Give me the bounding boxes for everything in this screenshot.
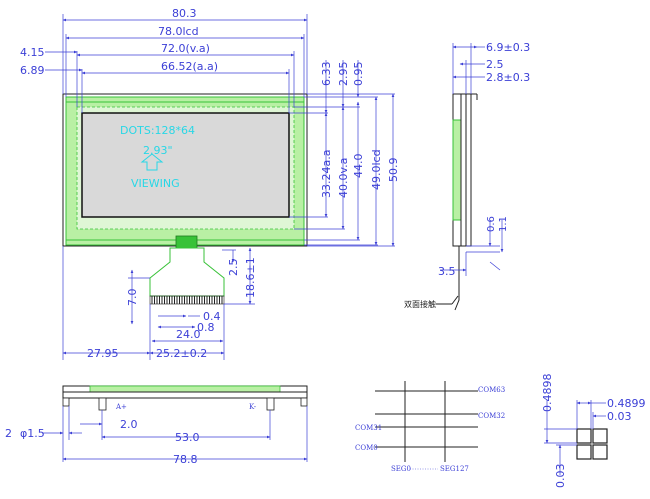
dim-thickness: 6.9±0.3	[486, 41, 530, 54]
dim-total: 78.8	[173, 453, 198, 466]
dim-side-3-5: 3.5	[438, 265, 456, 278]
seg127-label: SEG127	[440, 465, 469, 473]
dim-lcd-width: 78.0lcd	[158, 25, 199, 38]
viewing-arrow-icon	[140, 153, 164, 171]
dim-height-44: 44.0	[352, 154, 365, 179]
dim-hole-prefix: 2	[5, 427, 12, 440]
viewing-label: VIEWING	[131, 177, 180, 190]
dim-va-width: 72.0(v.a)	[161, 42, 210, 55]
dim-fpc-length-2: 18.6±1	[244, 257, 257, 298]
dim-fpc-width: 25.2±0.2	[156, 347, 207, 360]
dim-hole: φ1.5	[20, 427, 45, 440]
dim-aa-height: 33.24a.a	[320, 150, 333, 198]
dim-top-offset-3: 0.95	[352, 62, 365, 87]
seg0-label: SEG0	[391, 465, 411, 473]
pin-a-label: A+	[115, 403, 127, 411]
dim-pin-span: 24.0	[176, 328, 201, 341]
dim-left-offset-2: 6.89	[20, 64, 45, 77]
dim-side-2-8: 2.8±0.3	[486, 71, 530, 84]
tape-label: 双面接触	[404, 299, 436, 309]
dim-aa-width: 66.52(a.a)	[161, 60, 218, 73]
com63-label: COM63	[478, 386, 505, 394]
front-view: DOTS:128*64 2.93" VIEWING 80.3 78.0lcd 7…	[20, 7, 400, 360]
dim-top-offset-2: 2.95	[337, 62, 350, 87]
dim-pin-width: 0.8	[197, 321, 215, 334]
pin-k	[266, 397, 275, 411]
dots-label: DOTS:128*64	[120, 124, 195, 137]
dim-side-2-5: 2.5	[486, 58, 504, 71]
dim-top-offset-1: 6.33	[320, 62, 333, 87]
fpc-connector	[175, 235, 198, 249]
dim-va-height: 40.0v.a	[337, 158, 350, 198]
dim-pitch: 0.4	[203, 310, 221, 323]
pin-k-label: K-	[249, 403, 257, 411]
active-area	[81, 112, 290, 218]
dim-overall-width: 80.3	[172, 7, 197, 20]
pixel-gap: 0.03	[607, 410, 632, 423]
side-glass	[452, 119, 462, 221]
dim-fpc-length-1: 2.5	[227, 259, 240, 277]
com0-label: COM0	[355, 444, 378, 452]
fpc-cable	[149, 247, 225, 297]
pixel-height: 0.4898	[541, 374, 554, 413]
pixel-width: 0.4899	[607, 397, 646, 410]
dim-left-offset-1: 4.15	[20, 46, 45, 59]
pixel-detail: 0.4899 0.03 0.4898 0.03	[541, 374, 646, 489]
dim-pin-spacing: 53.0	[175, 431, 200, 444]
dim-side-0-6: 0.6	[486, 216, 497, 232]
pin-a	[98, 397, 107, 411]
dim-fpc-left: 27.95	[87, 347, 119, 360]
com31-label: COM31	[355, 424, 382, 432]
dim-lcd-height: 49.0lcd	[370, 149, 383, 190]
size-label: 2.93"	[143, 144, 173, 157]
dim-fpc-tail: 7.0	[126, 289, 139, 307]
com-seg-matrix: COM63 COM32 COM31 COM0 SEG0 SEG127	[355, 381, 505, 473]
side-view: 6.9±0.3 2.5 2.8±0.3 0.6 1.1 3.5 双面接触	[404, 41, 530, 311]
pixel-gap-v: 0.03	[554, 464, 567, 489]
com32-label: COM32	[478, 412, 505, 420]
dim-side-1-1: 1.1	[498, 216, 509, 232]
dim-overall-height: 50.9	[387, 158, 400, 183]
bottom-glass	[89, 385, 281, 393]
fpc-pin-lines	[151, 296, 223, 304]
dim-2-0: 2.0	[120, 418, 138, 431]
bottom-view: A+ K- 2 φ1.5 2.0 53.0 78.8	[5, 385, 308, 466]
